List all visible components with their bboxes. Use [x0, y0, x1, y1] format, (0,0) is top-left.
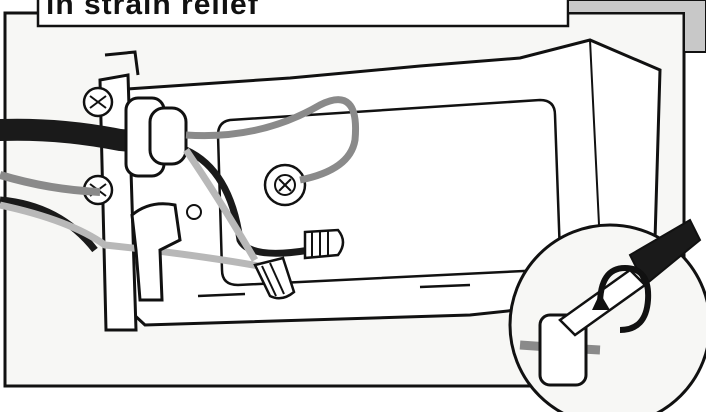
caption-text: in strain relief: [46, 0, 666, 23]
bracket-screw-icon: [84, 88, 112, 116]
strain-relief-icon: [126, 98, 186, 176]
wire-nut-icon: [305, 230, 343, 258]
ground-screw-icon: [265, 165, 305, 205]
